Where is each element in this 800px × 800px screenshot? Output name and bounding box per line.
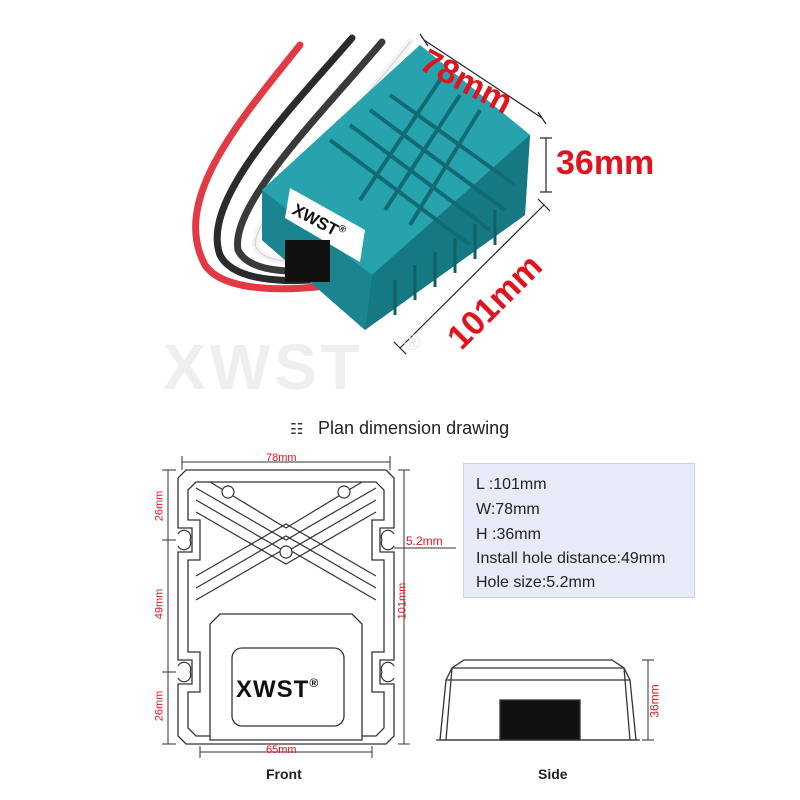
front-label-mark: ® (309, 676, 320, 690)
spec-sep: : (616, 550, 621, 567)
spec-key: W (476, 501, 491, 518)
side-drawing (436, 659, 640, 741)
spec-value: 5.2mm (546, 574, 596, 591)
side-height: 36mm (647, 684, 662, 718)
spec-length: L :101mm (476, 476, 547, 494)
spec-sep: : (541, 574, 547, 591)
spec-key: L (476, 476, 485, 493)
spec-width: W:78mm (476, 501, 540, 519)
spec-value: 36mm (496, 526, 541, 543)
spec-box: L :101mm W:78mm H :36mm Install hole dis… (463, 463, 695, 598)
spec-height: H :36mm (476, 526, 541, 544)
side-caption: Side (538, 766, 568, 782)
spec-sep: : (484, 476, 494, 493)
spec-value: 101mm (493, 476, 547, 493)
spec-sep: : (490, 501, 496, 518)
front-left-middle: 49mm (153, 588, 166, 620)
spec-hole-size: Hole size:5.2mm (476, 574, 595, 592)
front-bottom-width: 65mm (266, 744, 297, 756)
front-right-length: 101mm (396, 582, 409, 620)
front-top-width: 78mm (266, 452, 297, 464)
front-left-top: 26mm (153, 490, 166, 522)
watermark-mark: ® (404, 330, 421, 355)
spec-key: Hole size (476, 574, 542, 591)
front-caption: Front (266, 766, 302, 782)
spec-key: H (476, 526, 488, 543)
list-icon: ☷ (290, 421, 304, 438)
spec-hole-distance: Install hole distance:49mm (476, 550, 665, 568)
front-hole-size: 5.2mm (406, 534, 443, 548)
front-label-brand-text: XWST (236, 676, 310, 703)
spec-value: 78mm (495, 501, 540, 518)
front-left-bottom: 26mm (153, 690, 166, 722)
photo-height-label: 36mm (556, 144, 655, 182)
spec-key: Install hole distance (476, 550, 617, 567)
spec-sep: : (487, 526, 497, 543)
front-label-brand: XWST® (236, 676, 319, 704)
drawing-title: Plan dimension drawing (318, 418, 510, 438)
watermark: XWST (163, 331, 364, 403)
spec-value: 49mm (620, 550, 666, 567)
